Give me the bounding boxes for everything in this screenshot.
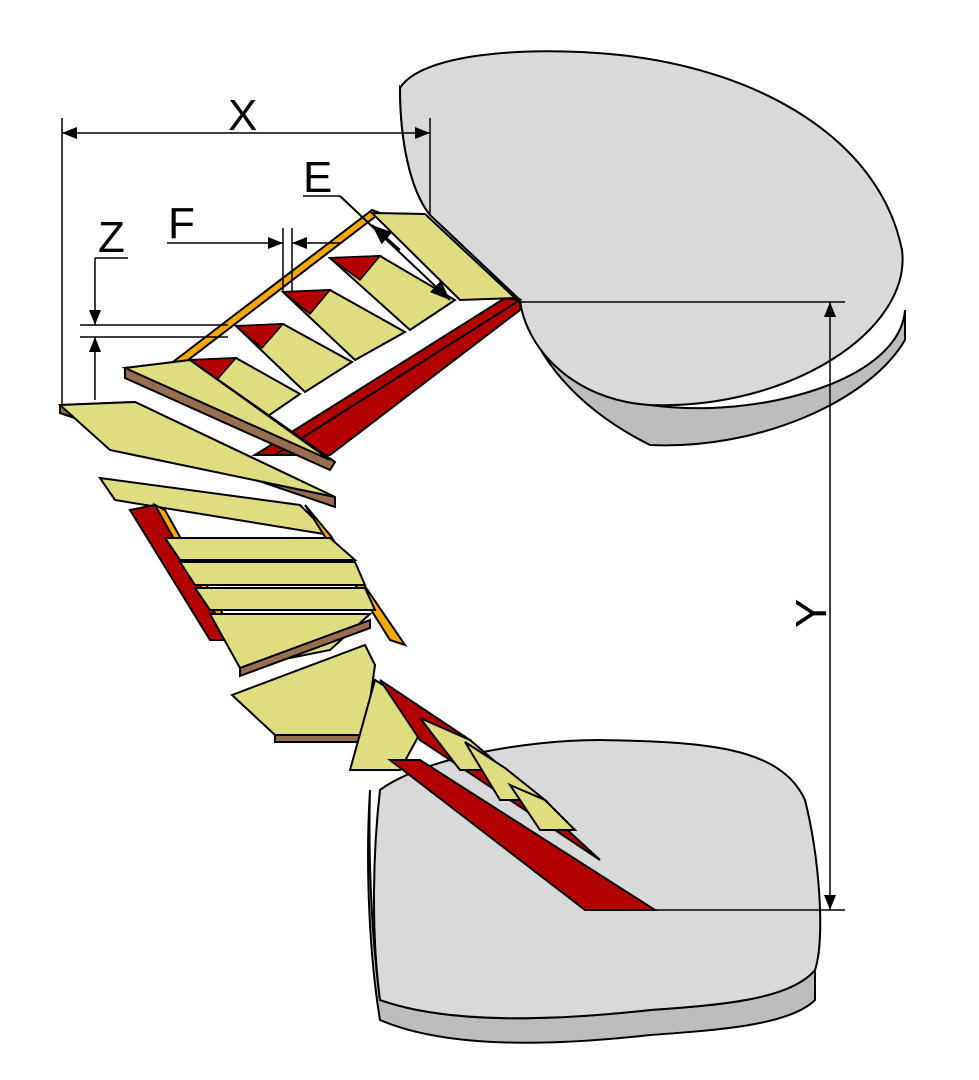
dimension-f: F [167, 199, 340, 292]
dimension-x: X [61, 91, 431, 405]
middle-tread-2 [178, 561, 367, 586]
winder-treads [57, 400, 336, 537]
dimension-z-label: Z [98, 213, 125, 262]
dimension-y: Y [520, 301, 845, 911]
middle-tread-1 [163, 537, 358, 561]
winder-tread-1-top [57, 400, 336, 498]
dimension-z: Z [80, 213, 228, 400]
dimension-y-label: Y [787, 599, 836, 628]
lower-tread-3 [507, 782, 578, 831]
dimension-e-label: E [303, 153, 332, 202]
middle-tread-3 [193, 587, 377, 611]
middle-tread-4-edge [239, 618, 371, 678]
lower-flight [379, 679, 659, 911]
upper-flight [121, 208, 523, 472]
dimension-f-label: F [168, 199, 195, 248]
upper-tread-1 [369, 211, 518, 302]
dimension-e: E [303, 153, 451, 301]
upper-outer-stringer-face [251, 296, 523, 456]
upper-floor-slab [398, 50, 906, 447]
lower-winder-1-edge [274, 734, 366, 743]
dimension-x-label: X [228, 91, 257, 140]
middle-tread-4 [208, 613, 373, 670]
middle-flight [128, 502, 408, 678]
upper-floor-top [398, 50, 904, 407]
